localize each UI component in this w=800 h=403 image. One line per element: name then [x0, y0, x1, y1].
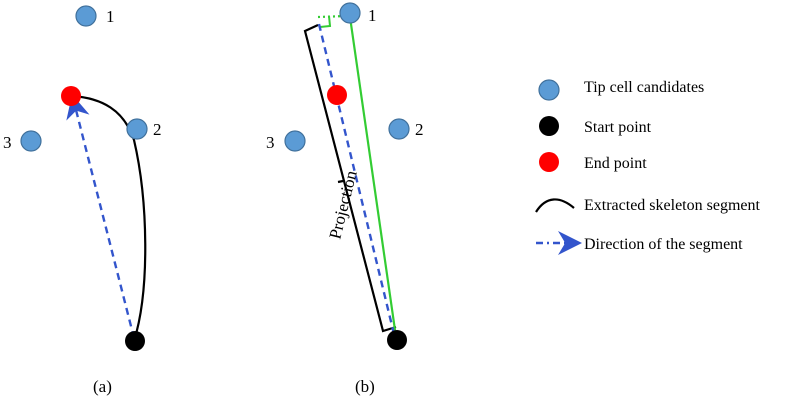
projection-label: Projection [325, 168, 360, 241]
right-angle-marker [319, 15, 332, 28]
legend-label-skeleton-segment: Extracted skeleton segment [584, 197, 760, 214]
projection-bracket-tick [337, 179, 344, 184]
panel-a: 1 2 3 (a) [3, 5, 162, 396]
black-curve-icon [535, 198, 575, 213]
legend-label-start-point: Start point [584, 119, 652, 136]
panel-caption-a: (a) [93, 377, 112, 396]
black-dot-icon [539, 116, 559, 136]
tip-cell-candidate-3 [20, 130, 42, 152]
legend-label-end-point: End point [584, 155, 647, 172]
tip-cell-candidate-2 [126, 118, 148, 140]
skeleton-segment-curve [71, 94, 147, 342]
direction-arrow-b [317, 23, 396, 335]
direction-arrow [66, 94, 136, 339]
legend-label-direction: Direction of the segment [584, 236, 743, 253]
panel-b: 1 2 3 Projection (b) [266, 2, 424, 396]
candidate-label-2: 2 [153, 120, 162, 139]
red-dot-icon [539, 152, 559, 172]
end-point [61, 86, 81, 106]
candidate-label-3: 3 [3, 133, 12, 152]
tip-cell-candidate-3b [284, 130, 306, 152]
candidate-label-1: 1 [106, 7, 115, 26]
start-point-b [387, 330, 407, 350]
direction-arrowhead-b [341, 115, 361, 195]
tip-cell-candidate-1b [339, 2, 361, 24]
end-point-b [327, 85, 347, 105]
tip-cell-candidate-1 [75, 5, 97, 27]
legend: Tip cell candidates Start point End poin… [535, 79, 760, 255]
green-line-to-candidate-1 [348, 16, 398, 338]
candidate-label-3b: 3 [266, 133, 275, 152]
blue-dot-icon [538, 79, 560, 101]
candidate-label-2b: 2 [415, 120, 424, 139]
panel-caption-b: (b) [355, 377, 375, 396]
tip-cell-candidate-2b [388, 118, 410, 140]
start-point [125, 331, 145, 351]
projection-bracket [303, 24, 397, 333]
candidate-label-1b: 1 [368, 6, 377, 25]
legend-label-tip-cell-candidates: Tip cell candidates [584, 79, 704, 96]
